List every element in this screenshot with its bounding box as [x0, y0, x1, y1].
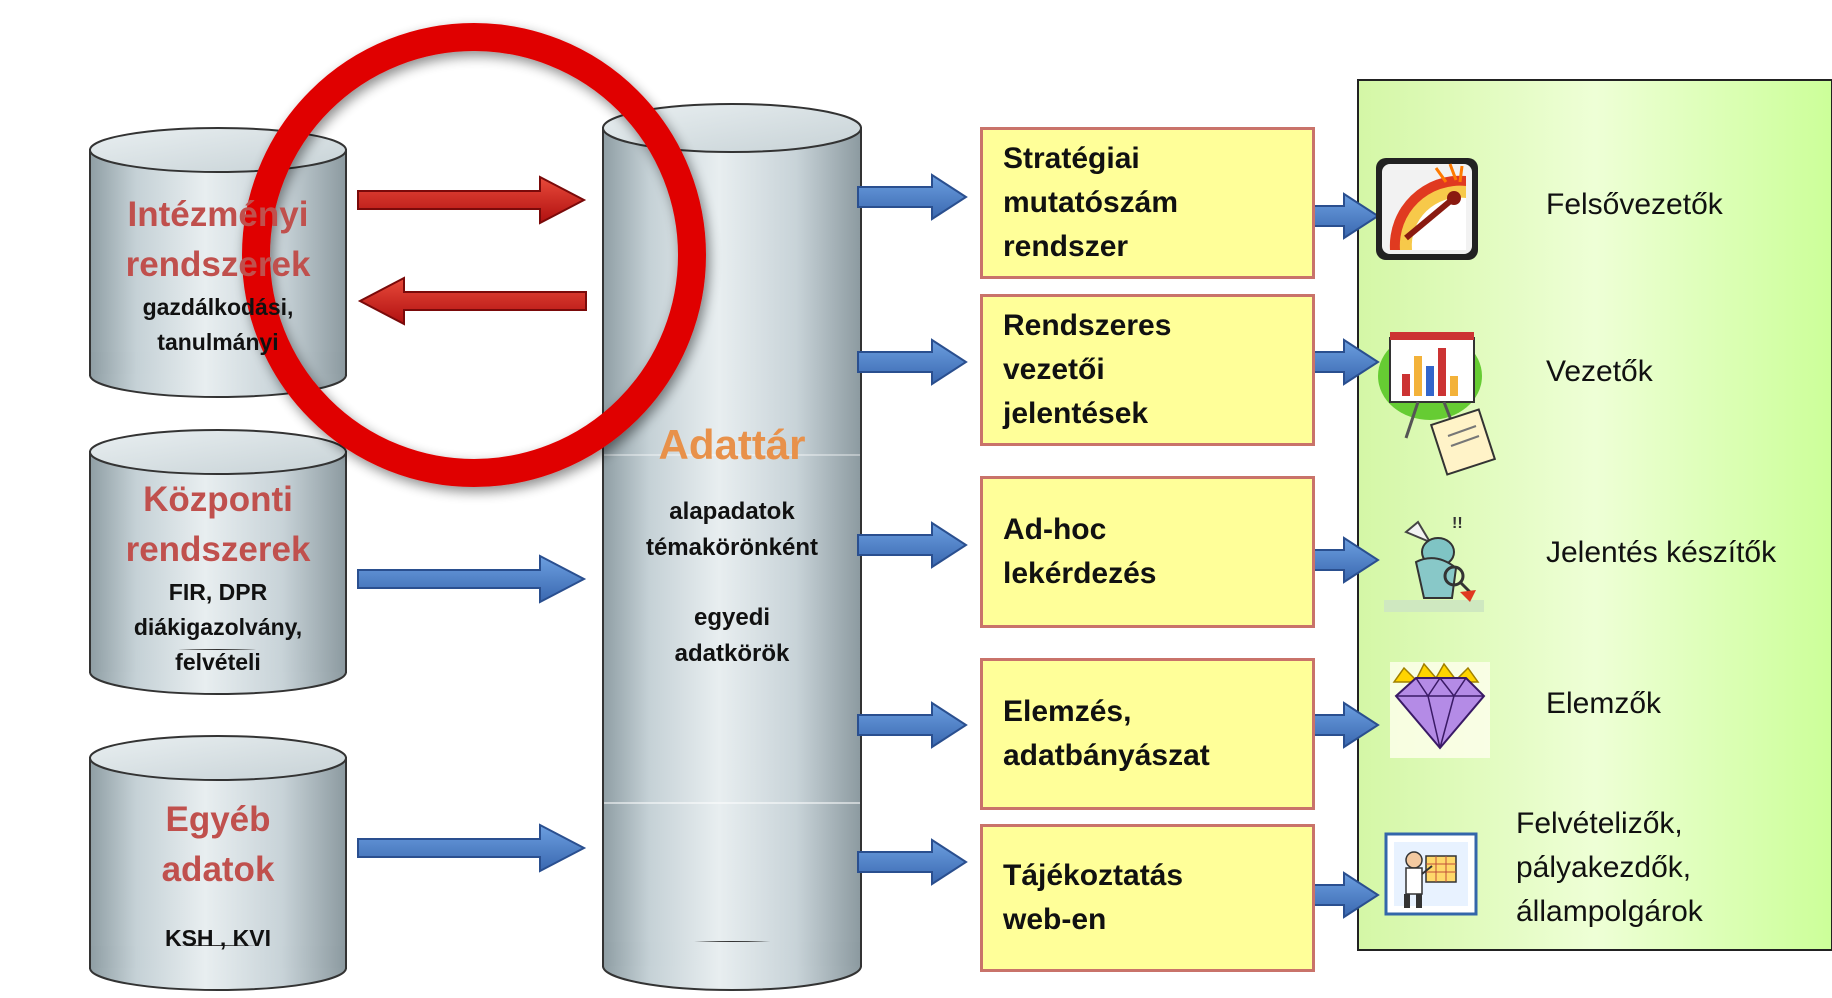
audience-text: állampolgárok [1516, 895, 1703, 928]
process-label: jelentések [1003, 397, 1149, 430]
audience-label-analysts: Elemzők [1546, 682, 1661, 726]
audience-label-managers: Vezetők [1546, 350, 1653, 394]
source-cylinder-3 [89, 735, 347, 991]
source-label-1: Intézményi rendszerek gazdálkodási, tanu… [90, 190, 346, 360]
audience-text: Jelentés készítők [1546, 536, 1777, 569]
audience-text: Felvételizők, [1516, 807, 1683, 840]
source-title: Egyéb [165, 800, 271, 839]
gauge-icon [1376, 158, 1478, 260]
process-label: vezetői [1003, 353, 1105, 386]
process-label: rendszer [1003, 230, 1129, 263]
process-box-strategic-kpi: Stratégiai mutatószám rendszer [980, 127, 1315, 279]
audience-label-report-makers: Jelentés készítők [1546, 531, 1776, 575]
source-title: adatok [161, 850, 275, 889]
source-subtitle: felvételi [175, 649, 261, 675]
source-subtitle: gazdálkodási, [142, 294, 294, 320]
audience-text: Vezetők [1546, 355, 1653, 388]
warehouse-line: témakörönként [645, 534, 819, 561]
blue-arrow-warehouse-to-process [857, 338, 968, 386]
process-box-web-info: Tájékoztatás web-en [980, 824, 1315, 972]
presentation-chart-icon [1378, 332, 1497, 476]
source-cylinder-2 [89, 429, 347, 695]
process-label: Elemzés, [1003, 695, 1132, 728]
source-label-3: Egyéb adatok KSH , KVI [90, 795, 346, 956]
diamond-icon [1390, 662, 1490, 758]
red-arrow-left [357, 276, 587, 326]
source-title: Intézményi [127, 195, 309, 234]
process-label: Ad-hoc [1003, 513, 1107, 546]
process-label: adatbányászat [1003, 739, 1210, 772]
process-label: Tájékoztatás [1003, 859, 1184, 892]
warehouse-line [603, 566, 861, 600]
blue-arrow-source-2 [357, 554, 587, 604]
audience-text: Felsővezetők [1546, 188, 1723, 221]
source-title: rendszerek [125, 530, 311, 569]
source-subtitle: KSH , KVI [164, 925, 272, 951]
warehouse-cylinder [602, 103, 862, 991]
source-subtitle: diákigazolvány, [133, 614, 303, 640]
warehouse-line: alapadatok [669, 498, 795, 525]
process-label: web-en [1003, 903, 1107, 936]
blue-arrow-warehouse-to-process [857, 173, 968, 221]
source-subtitle: tanulmányi [157, 329, 279, 355]
blue-arrow-source-3 [357, 823, 587, 873]
blue-arrow-warehouse-to-process [857, 701, 968, 749]
blue-arrow-warehouse-to-process [857, 521, 968, 569]
warehouse-label: Adattár alapadatok témakörönként egyedi … [603, 420, 861, 672]
process-label: lekérdezés [1003, 557, 1157, 590]
red-arrow-right [357, 175, 587, 225]
process-label: Rendszeres [1003, 309, 1172, 342]
warehouse-title: Adattár [658, 421, 806, 468]
audience-label-top-executives: Felsővezetők [1546, 183, 1723, 227]
process-box-adhoc-query: Ad-hoc lekérdezés [980, 476, 1315, 628]
searching-person-icon: !! [1384, 515, 1484, 612]
process-label: mutatószám [1003, 186, 1179, 219]
process-box-management-reports: Rendszeres vezetői jelentések [980, 294, 1315, 446]
process-label: Stratégiai [1003, 142, 1140, 175]
process-box-data-mining: Elemzés, adatbányászat [980, 658, 1315, 810]
audience-text: pályakezdők, [1516, 851, 1692, 884]
svg-text:!!: !! [1452, 515, 1463, 532]
audience-label-public: Felvételizők, pályakezdők, állampolgárok [1516, 802, 1703, 934]
warehouse-line: egyedi [693, 604, 771, 631]
highlight-circle [242, 23, 706, 487]
warehouse-line: adatkörök [674, 640, 790, 667]
audience-text: Elemzők [1546, 687, 1662, 720]
blue-arrow-warehouse-to-process [857, 838, 968, 886]
source-label-2: Központi rendszerek FIR, DPR diákigazolv… [90, 475, 346, 680]
source-title: rendszerek [125, 245, 311, 284]
source-subtitle: FIR, DPR [168, 579, 268, 605]
source-title: Központi [143, 480, 293, 519]
presenter-person-icon [1384, 832, 1478, 916]
